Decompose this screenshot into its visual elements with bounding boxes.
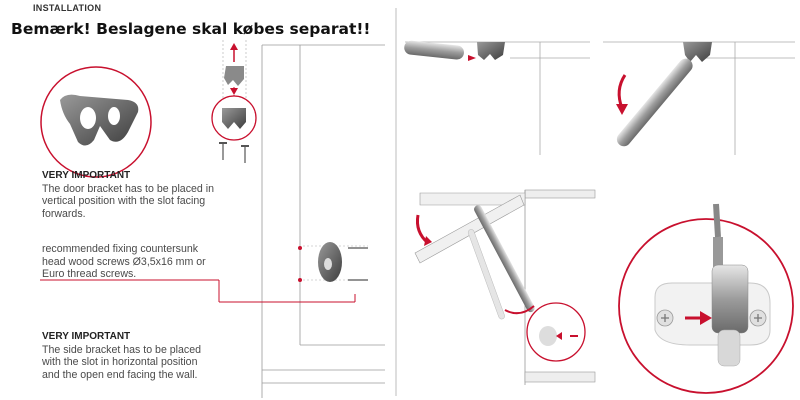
side-bracket-note-text: The side bracket has to be placed with t… [42,343,202,381]
step1-attach-illustration [404,40,590,155]
screw-recommendation-note: recommended fixing countersunk head wood… [42,243,217,281]
screw-recommendation-text: recommended fixing countersunk head wood… [42,243,206,281]
door-bracket-small-icon [224,43,244,98]
door-bracket-note-text: The door bracket has to be placed in ver… [42,182,214,220]
separate-purchase-warning: Bemærk! Beslagene skal købes separat!! [11,20,371,38]
cabinet-side-drawing [261,44,385,398]
connector-lines [40,279,356,303]
step2-rotate-illustration [603,41,795,155]
step3-open-illustration [414,189,596,385]
side-bracket-detail-circle [618,203,794,394]
door-bracket-note-title: VERY IMPORTANT [42,170,131,181]
door-bracket-detail-circle [211,95,257,141]
section-label: INSTALLATION [33,3,102,13]
door-bracket-note: VERY IMPORTANT The door bracket has to b… [42,170,217,220]
side-bracket-icon [298,242,368,282]
side-bracket-note: VERY IMPORTANT The side bracket has to b… [42,331,217,381]
screw-icon [219,142,249,163]
side-bracket-note-title: VERY IMPORTANT [42,331,131,342]
door-bracket-large-circle [40,66,152,178]
